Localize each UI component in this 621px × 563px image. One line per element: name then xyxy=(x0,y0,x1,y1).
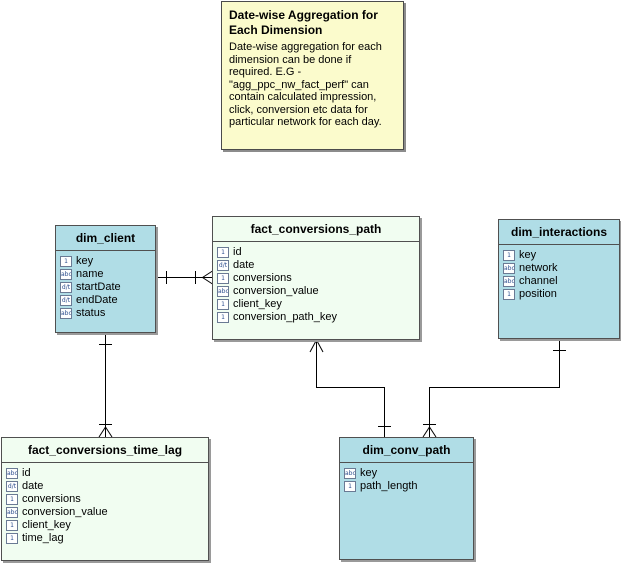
field-name: conversion_value xyxy=(22,506,108,518)
text-icon: abc xyxy=(60,269,72,280)
entity-title: dim_client xyxy=(56,226,155,251)
field-row: abc status xyxy=(60,307,155,320)
field-name: id xyxy=(233,246,242,258)
text-icon: abc xyxy=(503,276,515,287)
note-title: Date-wise Aggregation for Each Dimension xyxy=(229,8,378,37)
field-row: d/t endDate xyxy=(60,294,155,307)
date-icon: d/t xyxy=(6,481,18,492)
integer-icon: 1 xyxy=(217,247,229,258)
entity-title: fact_conversions_path xyxy=(213,217,419,242)
field-row: 1 time_lag xyxy=(6,532,208,545)
field-row: 1 conversion_path_key xyxy=(217,311,419,324)
link-client-time-lag xyxy=(98,333,113,438)
field-name: client_key xyxy=(233,298,282,310)
field-name: startDate xyxy=(76,281,121,293)
integer-icon: 1 xyxy=(217,273,229,284)
field-name: conversions xyxy=(22,493,81,505)
field-row: 1 id xyxy=(217,246,419,259)
field-row: abc conversion_value xyxy=(217,285,419,298)
field-row: 1 key xyxy=(503,249,619,262)
integer-icon: 1 xyxy=(344,481,356,492)
field-name: id xyxy=(22,467,31,479)
date-icon: d/t xyxy=(217,260,229,271)
text-icon: abc xyxy=(6,507,18,518)
field-row: d/t date xyxy=(6,480,208,493)
link-interactions-conv-path xyxy=(422,339,566,438)
field-row: 1 conversions xyxy=(217,272,419,285)
date-icon: d/t xyxy=(60,295,72,306)
entity-title: dim_conv_path xyxy=(340,438,473,463)
entity-title: dim_interactions xyxy=(499,220,619,245)
field-name: path_length xyxy=(360,480,418,492)
field-name: channel xyxy=(519,275,558,287)
integer-icon: 1 xyxy=(217,312,229,323)
integer-icon: 1 xyxy=(6,494,18,505)
entity-fact-conversions-path[interactable]: fact_conversions_path 1 id d/t date 1 conve… xyxy=(212,216,420,340)
field-name: conversion_path_key xyxy=(233,311,337,323)
field-row: abc conversion_value xyxy=(6,506,208,519)
text-icon: abc xyxy=(344,468,356,479)
field-row: 1 conversions xyxy=(6,493,208,506)
field-name: conversion_value xyxy=(233,285,319,297)
field-row: 1 path_length xyxy=(344,480,473,493)
field-name: date xyxy=(22,480,44,492)
integer-icon: 1 xyxy=(503,250,515,261)
field-name: status xyxy=(76,307,106,319)
field-name: key xyxy=(519,249,537,261)
field-row: 1 client_key xyxy=(6,519,208,532)
field-name: name xyxy=(76,268,104,280)
field-name: endDate xyxy=(76,294,118,306)
field-row: 1 client_key xyxy=(217,298,419,311)
field-name: time_lag xyxy=(22,532,64,544)
field-row: d/t startDate xyxy=(60,281,155,294)
link-conversions-path-conv-path xyxy=(309,339,391,437)
field-name: key xyxy=(76,255,94,267)
date-icon: d/t xyxy=(60,282,72,293)
link-client-conversions-path xyxy=(155,270,213,285)
field-name: position xyxy=(519,288,557,300)
integer-icon: 1 xyxy=(6,533,18,544)
field-name: network xyxy=(519,262,558,274)
field-name: client_key xyxy=(22,519,71,531)
text-icon: abc xyxy=(6,468,18,479)
aggregation-note[interactable]: Date-wise Aggregation for Each Dimension… xyxy=(221,1,404,150)
field-list: 1 key abc network abc channel 1 position xyxy=(499,245,619,301)
field-row: abc network xyxy=(503,262,619,275)
field-name: date xyxy=(233,259,255,271)
field-row: abc channel xyxy=(503,275,619,288)
text-icon: abc xyxy=(60,308,72,319)
field-name: key xyxy=(360,467,378,479)
field-row: 1 key xyxy=(60,255,155,268)
field-name: conversions xyxy=(233,272,292,284)
text-icon: abc xyxy=(503,263,515,274)
integer-icon: 1 xyxy=(6,520,18,531)
note-body: Date-wise aggregation for each dimension… xyxy=(229,41,382,128)
integer-icon: 1 xyxy=(217,299,229,310)
field-row: d/t date xyxy=(217,259,419,272)
integer-icon: 1 xyxy=(503,289,515,300)
text-icon: abc xyxy=(217,286,229,297)
field-list: 1 id d/t date 1 conversions abc conversion_v… xyxy=(213,242,419,324)
integer-icon: 1 xyxy=(60,256,72,267)
field-row: 1 position xyxy=(503,288,619,301)
entity-title: fact_conversions_time_lag xyxy=(2,438,208,463)
